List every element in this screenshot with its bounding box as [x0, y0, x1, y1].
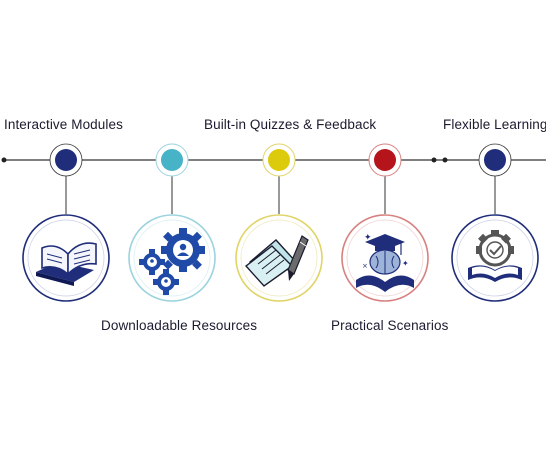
label-practical-scenarios: Practical Scenarios: [331, 318, 449, 333]
node-quizzes-feedback: [262, 143, 296, 214]
label-downloadable-resources: Downloadable Resources: [101, 318, 258, 333]
gear-checkmark-book-icon: [451, 214, 539, 302]
node-flexible-learning: [478, 143, 512, 214]
gears-people-icon: [128, 214, 216, 302]
label-interactive-modules: Interactive Modules: [4, 117, 123, 132]
timeline-start-dot: [1, 157, 7, 163]
timeline-dot: [442, 157, 448, 163]
node-interactive-modules: [49, 143, 83, 214]
label-flexible-learning: Flexible Learning: [443, 117, 546, 132]
node-downloadable-resources: [155, 143, 189, 214]
brain-graduation-cap-icon: ✦ ✦ ×: [341, 214, 429, 302]
svg-text:✦: ✦: [364, 233, 372, 243]
open-book-stack-icon: [22, 214, 110, 302]
paper-pencil-icon: [235, 214, 323, 302]
node-practical-scenarios: [368, 143, 402, 214]
timeline-dot: [431, 157, 437, 163]
svg-text:✦: ✦: [402, 259, 409, 268]
svg-text:×: ×: [362, 262, 368, 270]
label-quizzes-feedback: Built-in Quizzes & Feedback: [204, 117, 377, 132]
